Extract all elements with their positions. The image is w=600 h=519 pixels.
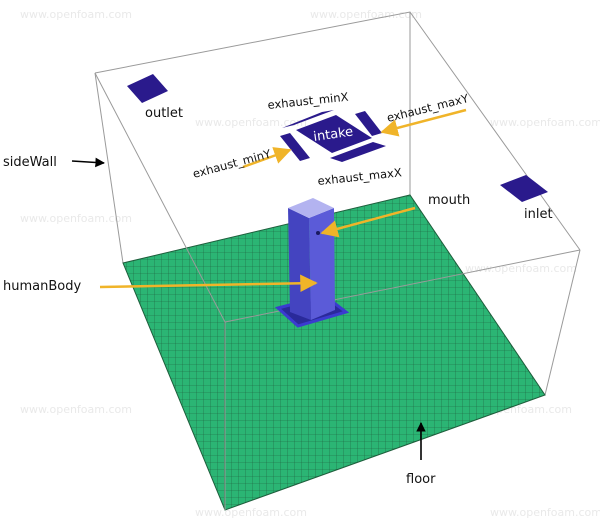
room-wireframe-back: [94, 11, 581, 396]
label-outlet: outlet: [145, 106, 183, 121]
watermark: www.openfoam.com: [195, 116, 307, 129]
exhaust-maxX-patch: [330, 142, 386, 162]
body-side-face: [309, 208, 335, 320]
label-exhaust-minY: exhaust_minY: [191, 146, 273, 181]
label-floor: floor: [406, 472, 436, 487]
arrow-humanBody: [99, 274, 318, 293]
label-exhaust-maxX: exhaust_maxX: [317, 165, 403, 188]
label-exhaust-minX: exhaust_minX: [267, 90, 349, 112]
room-wireframe-front: [94, 72, 581, 510]
label-sideWall: sideWall: [3, 155, 57, 170]
edge-left-back: [94, 72, 124, 264]
watermark: www.openfoam.com: [490, 116, 600, 129]
watermark: www.openfoam.com: [465, 262, 577, 275]
watermark: www.openfoam.com: [195, 506, 307, 519]
exhaust-maxY-patch: [355, 111, 382, 136]
edge-right-front: [544, 249, 581, 396]
label-intake: intake: [312, 125, 354, 145]
outlet-patch: [127, 74, 168, 103]
watermark: www.openfoam.com: [20, 8, 132, 21]
mouth-point: [316, 231, 320, 235]
label-humanBody: humanBody: [3, 279, 81, 294]
ceiling-patches: [127, 74, 548, 202]
watermark: www.openfoam.com: [20, 212, 132, 225]
intake-patch: [296, 115, 372, 153]
arrow-sideWall: [71, 157, 105, 168]
label-mouth: mouth: [428, 193, 470, 208]
arrow-mouth: [320, 206, 416, 238]
arrow-exhaust-minY: [242, 147, 292, 169]
watermark: www.openfoam.com: [490, 506, 600, 519]
label-inlet: inlet: [524, 207, 553, 222]
pointer-arrows: [71, 108, 467, 460]
watermark: www.openfoam.com: [310, 8, 422, 21]
exhaust-minY-patch: [280, 133, 310, 161]
body-front-face: [288, 208, 311, 320]
exhaust-minX-patch: [282, 110, 334, 128]
body-top-face: [288, 198, 334, 218]
inlet-patch: [500, 175, 548, 202]
watermark: www.openfoam.com: [20, 403, 132, 416]
arrow-exhaust-maxY: [380, 108, 467, 137]
